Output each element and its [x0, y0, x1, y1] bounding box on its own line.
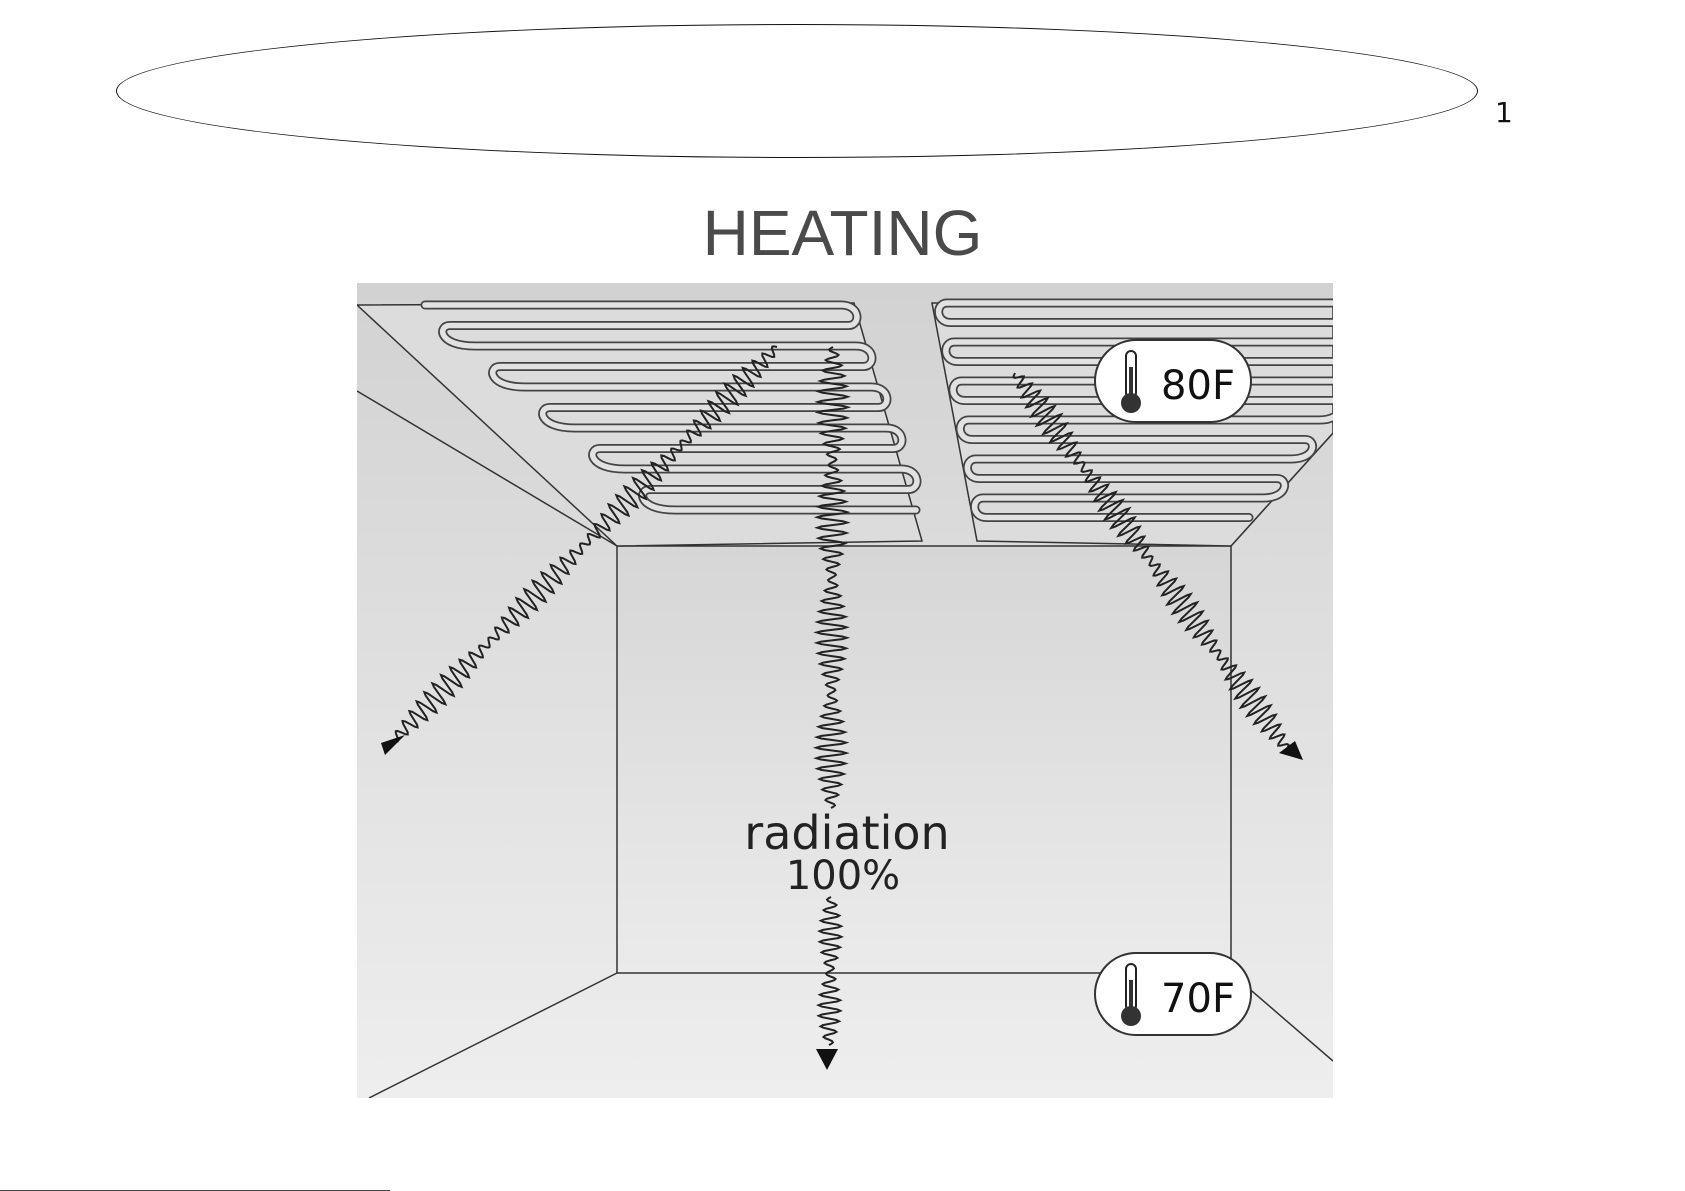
- ceiling-temperature-badge: 80F: [1095, 340, 1251, 422]
- ceiling-temperature: 80F: [1161, 363, 1235, 409]
- radiation-percent: 100%: [786, 853, 900, 899]
- radiation-label: radiation: [744, 806, 949, 860]
- page-number: 1: [1495, 96, 1513, 129]
- heating-diagram: radiation 100% 80F 70F: [357, 283, 1333, 1098]
- floor-temperature: 70F: [1161, 976, 1235, 1022]
- header-oval: [116, 24, 1478, 158]
- back-wall: [617, 546, 1231, 973]
- page-title: HEATING: [0, 196, 1685, 270]
- floor-temperature-badge: 70F: [1095, 953, 1251, 1035]
